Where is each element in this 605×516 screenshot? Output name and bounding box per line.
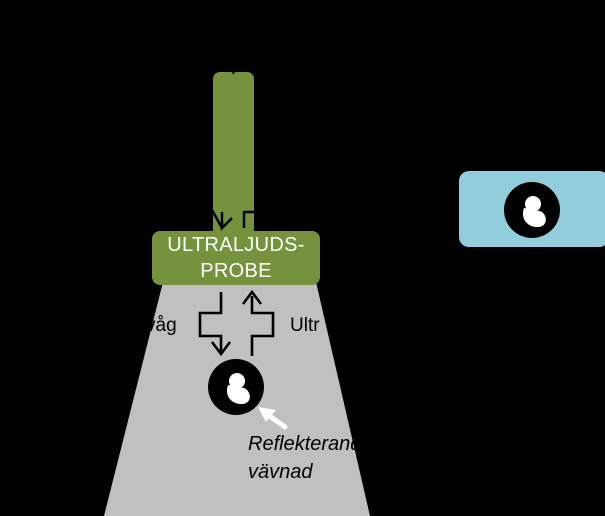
probe-label-line1: ULTRALJUDS-	[167, 234, 305, 256]
cable-arrows	[210, 209, 254, 232]
probe-label-line2: PROBE	[200, 260, 272, 282]
arrow-down-icon	[198, 292, 223, 352]
wave-label-left: våg	[146, 315, 177, 336]
probe-body	[152, 231, 320, 285]
pointer-arrow-icon	[258, 407, 288, 430]
arrow-up-head	[241, 289, 263, 305]
tissue-label: Reflekterande vävnad	[248, 430, 373, 486]
probe-cable	[213, 72, 254, 236]
fetus-icon-panel	[504, 182, 560, 238]
tissue-label-line2: vävnad	[248, 461, 313, 483]
probe-label: ULTRALJUDS- PROBE	[152, 231, 320, 285]
arrow-down-head	[210, 341, 232, 357]
tissue-label-line1: Reflekterande	[248, 433, 373, 455]
arrow-up-icon	[250, 296, 275, 356]
wave-label-right: Ultr	[290, 315, 320, 336]
fetus-icon	[208, 359, 264, 415]
